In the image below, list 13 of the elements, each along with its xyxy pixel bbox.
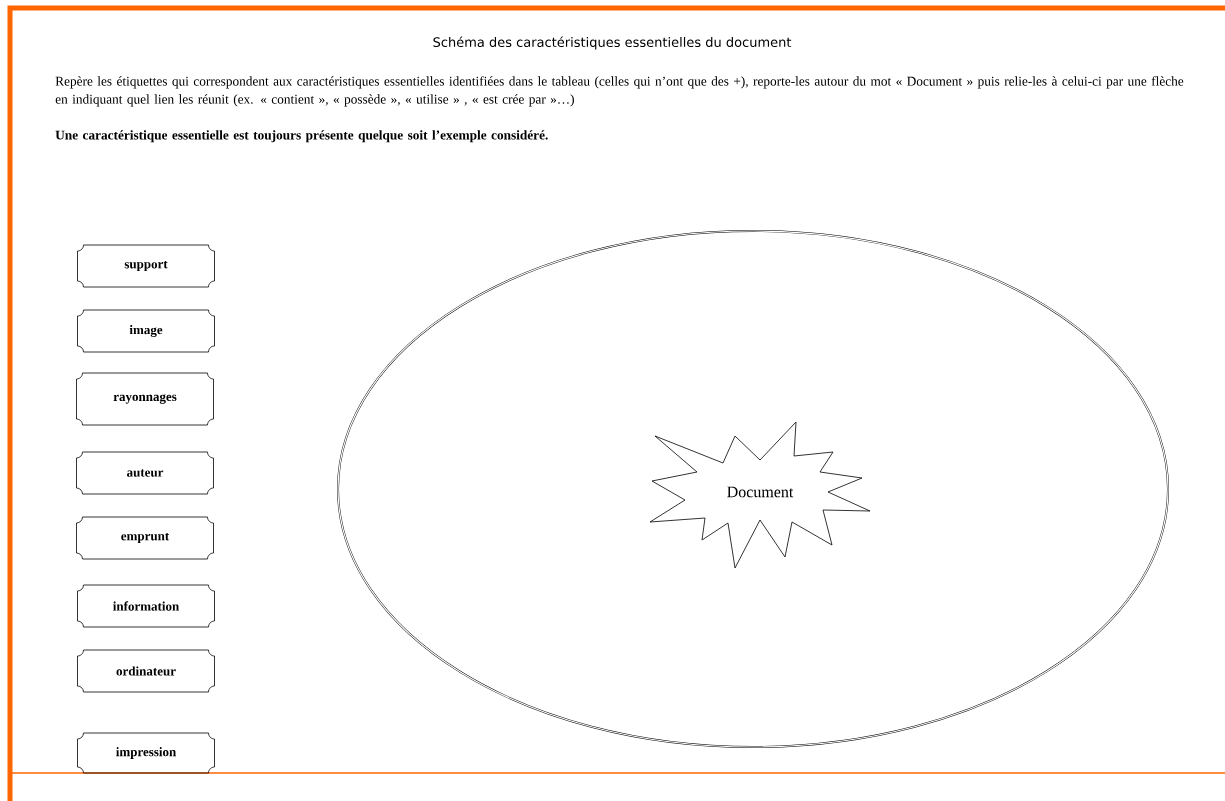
instruction-text: Une caractéristique essentielle est toujours présente quelque soit l’exemple considéré. [55, 130, 548, 143]
label-tag: impression [77, 732, 215, 774]
title: Schéma des caractéristiques essentielles du document [433, 36, 792, 50]
label-tag: information [77, 584, 215, 628]
label-tag: image [77, 309, 215, 353]
label-tag: auteur [76, 451, 214, 495]
starburst: Document [649, 421, 871, 569]
instruction-text: Repère les étiquettes qui correspondent aux caractéristiques essentielles identifiées dans le tableau (celles qui n’ont que des +), reporte-les autour du mot « Document » puis relie-les à celui-ci par une flèche en indiquant quel lien les réunit (ex. « contient », « possède », « utilise » , « est crée par »…) [55, 76, 1184, 107]
label-tag: rayonnages [76, 372, 214, 426]
label-tag: support [77, 244, 215, 288]
label-tag: ordinateur [77, 649, 215, 693]
ellipse [337, 230, 1169, 748]
label-tag: emprunt [76, 516, 214, 560]
